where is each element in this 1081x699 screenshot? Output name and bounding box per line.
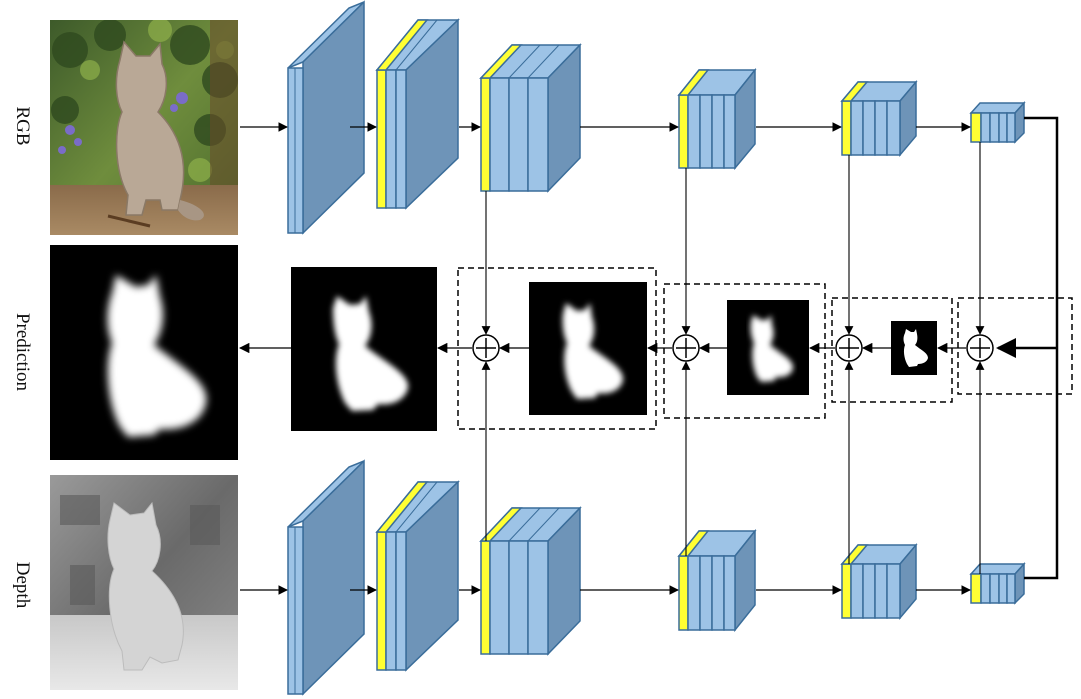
depth-block-4 — [677, 528, 757, 633]
rgb-block-1 — [287, 0, 365, 235]
fusion-box-3 — [831, 297, 953, 403]
depth-block-3 — [479, 506, 582, 656]
depth-input-image — [50, 475, 238, 690]
depth-block-5 — [840, 542, 918, 621]
prediction-output-image — [50, 245, 238, 460]
fusion-box-2 — [663, 283, 826, 419]
depth-encoder — [287, 459, 1026, 696]
rgb-encoder — [287, 0, 1026, 235]
rgb-input-image — [50, 20, 238, 235]
depth-block-2 — [375, 480, 460, 672]
skip-connections — [481, 142, 985, 574]
prediction-map-4 — [891, 321, 937, 375]
rgb-block-5 — [840, 79, 918, 158]
prediction-map-1 — [291, 267, 437, 431]
fusion-module-boxes — [457, 267, 1073, 430]
sum-node-4 — [966, 334, 994, 362]
depth-block-1 — [287, 459, 365, 696]
prediction-map-2 — [529, 282, 647, 415]
rgb-block-2 — [375, 18, 460, 210]
sum-node-1 — [472, 334, 500, 362]
intermediate-predictions — [291, 267, 937, 431]
sum-node-3 — [835, 334, 863, 362]
sum-node-2 — [672, 334, 700, 362]
sum-nodes — [472, 334, 994, 362]
top-level-feedback-path — [996, 116, 1059, 580]
depth-block-6 — [969, 562, 1026, 605]
prediction-map-3 — [727, 300, 809, 395]
rgb-block-3 — [479, 43, 582, 193]
rgb-block-4 — [677, 67, 757, 171]
rgb-block-6 — [969, 101, 1026, 144]
fusion-box-4 — [957, 297, 1073, 395]
